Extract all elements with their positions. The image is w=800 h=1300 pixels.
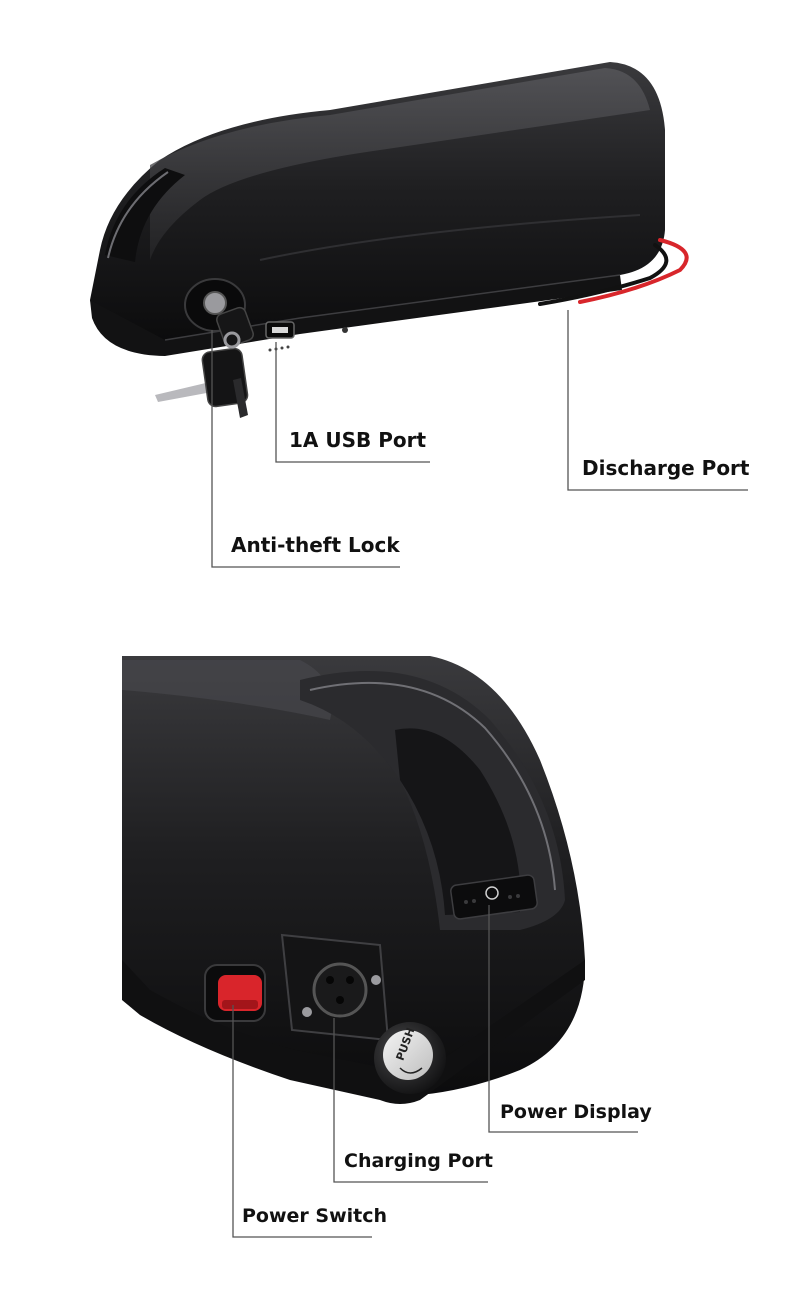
battery-top-surface: [150, 68, 650, 260]
leader-power-display: [488, 905, 638, 1133]
vent-dots: [268, 345, 290, 352]
power-display-panel: [450, 874, 538, 920]
lock-cylinder: [203, 291, 227, 315]
leader-lines-top: [211, 310, 748, 568]
battery-rear-view: PUSH: [122, 656, 585, 1104]
push-knob-cap: [383, 1030, 433, 1080]
callout-power-display: Power Display: [500, 1101, 652, 1123]
leader-usb-port: [275, 342, 430, 463]
battery-side-view: [90, 62, 689, 418]
callout-discharge-port: Discharge Port: [582, 456, 750, 480]
power-button-icon: [485, 886, 499, 900]
callout-power-switch: Power Switch: [242, 1205, 388, 1227]
callout-anti-theft-lock: Anti-theft Lock: [231, 533, 400, 557]
discharge-wire-red: [578, 238, 689, 304]
callout-charging-port: Charging Port: [344, 1150, 493, 1172]
leader-anti-theft-lock: [211, 330, 400, 568]
key-blade: [155, 382, 212, 402]
leader-charging-port: [333, 1018, 488, 1183]
battery-handle: [105, 168, 185, 262]
discharge-wire-black: [538, 243, 669, 306]
leader-lines-bottom: [232, 905, 638, 1238]
callout-usb-port: 1A USB Port: [289, 428, 427, 452]
charging-port-socket: [312, 962, 368, 1018]
leader-discharge-port: [567, 310, 748, 491]
leader-power-switch: [232, 1005, 372, 1238]
display-led-row: [464, 894, 520, 904]
